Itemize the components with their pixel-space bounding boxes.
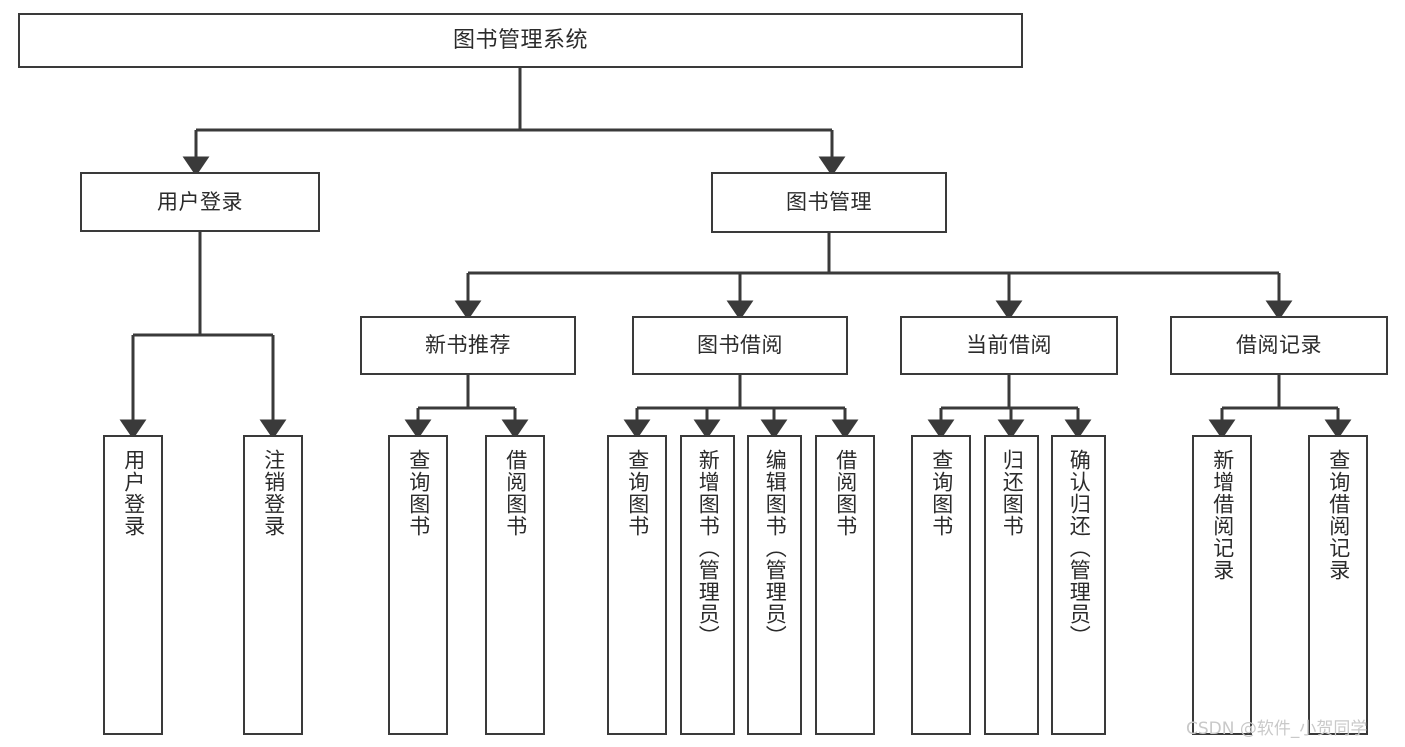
node-leaf-user-logout-label: 注销登录 [261, 449, 286, 537]
node-leaf-query-book-borrow[interactable]: 查询图书 [607, 435, 667, 735]
node-book-manage[interactable]: 图书管理 [711, 172, 947, 233]
node-leaf-edit-book-label: 编辑图书（管理员） [763, 449, 788, 647]
node-user-login[interactable]: 用户登录 [80, 172, 320, 232]
node-new-book-rec-label: 新书推荐 [425, 333, 511, 358]
node-leaf-add-book[interactable]: 新增图书（管理员） [680, 435, 735, 735]
node-current-borrow[interactable]: 当前借阅 [900, 316, 1118, 375]
node-leaf-borrow-book-rec-label: 借阅图书 [503, 449, 528, 537]
node-user-login-label: 用户登录 [157, 189, 243, 214]
node-book-manage-label: 图书管理 [786, 190, 872, 215]
node-leaf-add-record[interactable]: 新增借阅记录 [1192, 435, 1252, 735]
node-borrow-record-label: 借阅记录 [1236, 333, 1322, 358]
node-leaf-query-book-cur-label: 查询图书 [929, 449, 954, 537]
node-leaf-query-book-rec-label: 查询图书 [406, 449, 431, 537]
node-new-book-rec[interactable]: 新书推荐 [360, 316, 576, 375]
node-leaf-confirm-return-label: 确认归还（管理员） [1067, 449, 1092, 647]
node-leaf-borrow-book[interactable]: 借阅图书 [815, 435, 875, 735]
node-borrow-record[interactable]: 借阅记录 [1170, 316, 1388, 375]
node-root[interactable]: 图书管理系统 [18, 13, 1023, 68]
node-leaf-borrow-book-rec[interactable]: 借阅图书 [485, 435, 545, 735]
node-leaf-user-login-label: 用户登录 [121, 449, 146, 537]
node-leaf-return-book[interactable]: 归还图书 [984, 435, 1039, 735]
node-leaf-confirm-return[interactable]: 确认归还（管理员） [1051, 435, 1106, 735]
node-book-borrow-label: 图书借阅 [697, 333, 783, 358]
node-leaf-return-book-label: 归还图书 [1000, 449, 1025, 537]
node-current-borrow-label: 当前借阅 [966, 333, 1052, 358]
node-leaf-query-book-borrow-label: 查询图书 [625, 449, 650, 537]
node-leaf-query-record[interactable]: 查询借阅记录 [1308, 435, 1368, 735]
csdn-watermark: CSDN @软件_小贺同学 [1186, 719, 1368, 739]
node-leaf-query-book-rec[interactable]: 查询图书 [388, 435, 448, 735]
node-leaf-query-record-label: 查询借阅记录 [1326, 449, 1351, 581]
node-leaf-borrow-book-label: 借阅图书 [833, 449, 858, 537]
node-root-label: 图书管理系统 [452, 27, 588, 53]
node-leaf-query-book-cur[interactable]: 查询图书 [911, 435, 971, 735]
node-book-borrow[interactable]: 图书借阅 [632, 316, 848, 375]
node-leaf-add-record-label: 新增借阅记录 [1210, 449, 1235, 581]
node-leaf-edit-book[interactable]: 编辑图书（管理员） [747, 435, 802, 735]
node-leaf-add-book-label: 新增图书（管理员） [696, 449, 721, 647]
node-leaf-user-login[interactable]: 用户登录 [103, 435, 163, 735]
node-leaf-user-logout[interactable]: 注销登录 [243, 435, 303, 735]
